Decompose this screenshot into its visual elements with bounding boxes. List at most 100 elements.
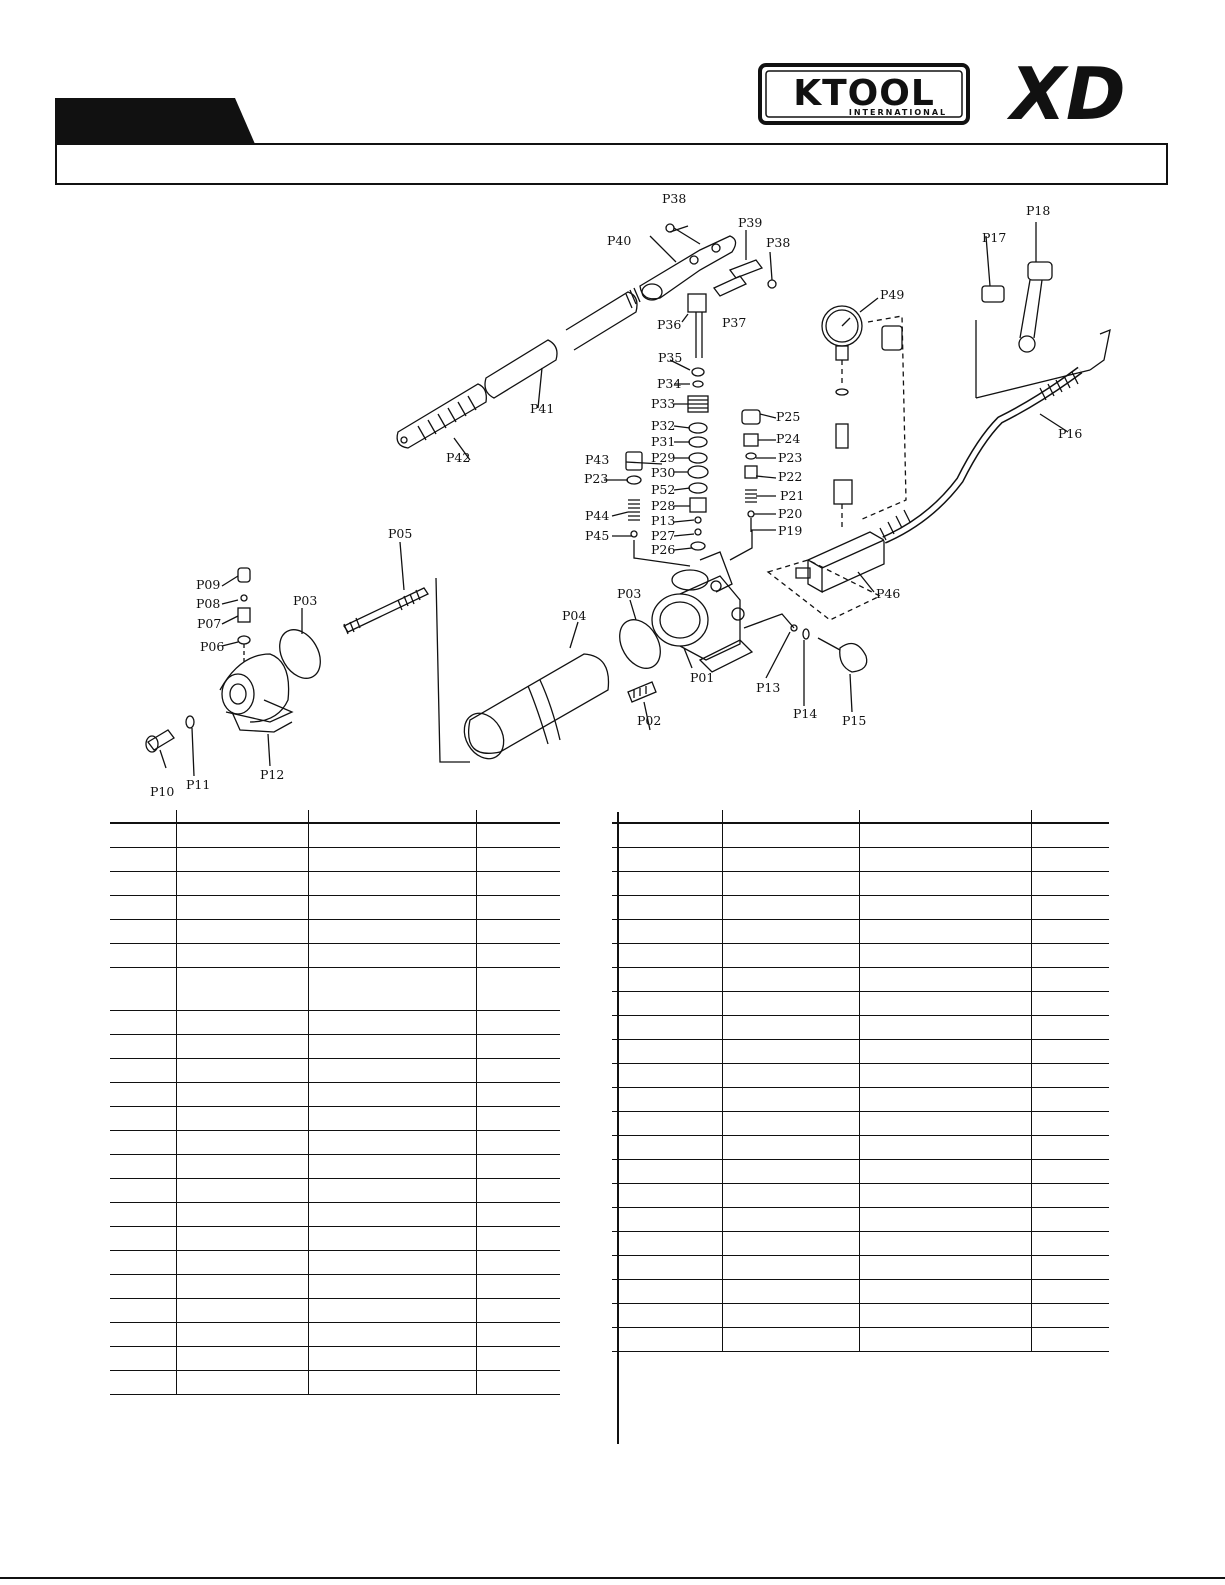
table-cell [110,1322,176,1347]
table-cell [1030,967,1109,992]
table-header-row [612,810,1109,824]
table-row [110,1322,560,1347]
table-cell [612,823,722,848]
table-cell [475,1346,560,1371]
table-cell [475,1034,560,1059]
table-cell [721,919,859,944]
table-cell [475,810,560,824]
table-cell [858,1135,1031,1160]
label-P27: P27 [651,528,675,543]
table-cell [1030,1015,1109,1040]
table-cell [475,1226,560,1251]
table-cell [721,823,859,848]
label-P42: P42 [446,450,470,465]
table-cell [1030,1231,1109,1256]
table-cell [110,1250,176,1275]
label-P43: P43 [585,452,609,467]
table-cell [475,871,560,896]
table-row [110,847,560,872]
table-cell [307,967,476,1011]
table-cell [475,1322,560,1347]
table-row [110,1226,560,1251]
table-cell [858,895,1031,920]
label-P49: P49 [880,287,904,302]
table-cell [475,823,560,848]
label-P26: P26 [651,542,675,557]
table-cell [858,1183,1031,1208]
table-cell [612,1207,722,1232]
table-cell [721,1255,859,1280]
table-row [110,1346,560,1371]
table-cell [475,1202,560,1227]
table-row [612,1231,1109,1256]
table-cell [721,1135,859,1160]
table-cell [475,895,560,920]
table-cell [307,943,476,968]
label-P12: P12 [260,767,284,782]
table-row [110,967,560,1011]
table-cell [721,1087,859,1112]
label-P23-right: P23 [778,450,802,465]
table-row [612,1135,1109,1160]
label-P28: P28 [651,498,675,513]
footer-rule [0,1577,1225,1579]
table-cell [110,1346,176,1371]
table-cell [307,895,476,920]
table-row [110,919,560,944]
hose-shape [882,366,1083,544]
table-cell [612,1255,722,1280]
table-row [110,1178,560,1203]
table-cell [612,1063,722,1088]
table-cell [307,847,476,872]
table-row [110,943,560,968]
label-P13-stack: P13 [651,513,675,528]
table-cell [110,1178,176,1203]
table-cell [475,1250,560,1275]
label-P19: P19 [778,523,802,538]
table-cell [307,1106,476,1131]
table-row [612,1159,1109,1184]
label-P20: P20 [778,506,802,521]
ktool-xd-logo: KTOOL INTERNATIONAL XD [758,55,1126,135]
table-row [110,1250,560,1275]
table-cell [1030,1303,1109,1328]
table-cell [721,847,859,872]
label-P52: P52 [651,482,675,497]
table-cell [475,1130,560,1155]
table-row [612,1111,1109,1136]
table-cell [858,1159,1031,1184]
table-cell [175,919,308,944]
table-cell [1030,1111,1109,1136]
label-P30: P30 [651,465,675,480]
table-cell [721,1327,859,1352]
exploded-parts-diagram: P38 P40 P39 P38 P36 P37 P35 P34 P33 P32 … [145,191,1111,799]
table-cell [1030,1279,1109,1304]
table-cell [858,919,1031,944]
label-P33: P33 [651,396,675,411]
label-P32: P32 [651,418,675,433]
table-cell [721,810,859,824]
label-P35: P35 [658,350,682,365]
table-cell [858,823,1031,848]
table-cell [175,1178,308,1203]
label-P15: P15 [842,713,866,728]
table-cell [307,871,476,896]
table-cell [721,1111,859,1136]
table-cell [612,1159,722,1184]
table-cell [858,991,1031,1016]
label-P05: P05 [388,526,412,541]
table-cell [175,1322,308,1347]
label-P18: P18 [1026,203,1050,218]
parts-table-right [612,810,1109,1352]
table-cell [721,895,859,920]
label-P38-right: P38 [766,235,790,250]
table-row [110,1154,560,1179]
table-cell [1030,1039,1109,1064]
table-cell [175,1250,308,1275]
logo-international-text: INTERNATIONAL [849,108,947,117]
table-cell [475,847,560,872]
table-cell [612,1135,722,1160]
table-cell [475,967,560,1011]
handle-tube-shape [484,339,558,399]
table-cell [175,895,308,920]
